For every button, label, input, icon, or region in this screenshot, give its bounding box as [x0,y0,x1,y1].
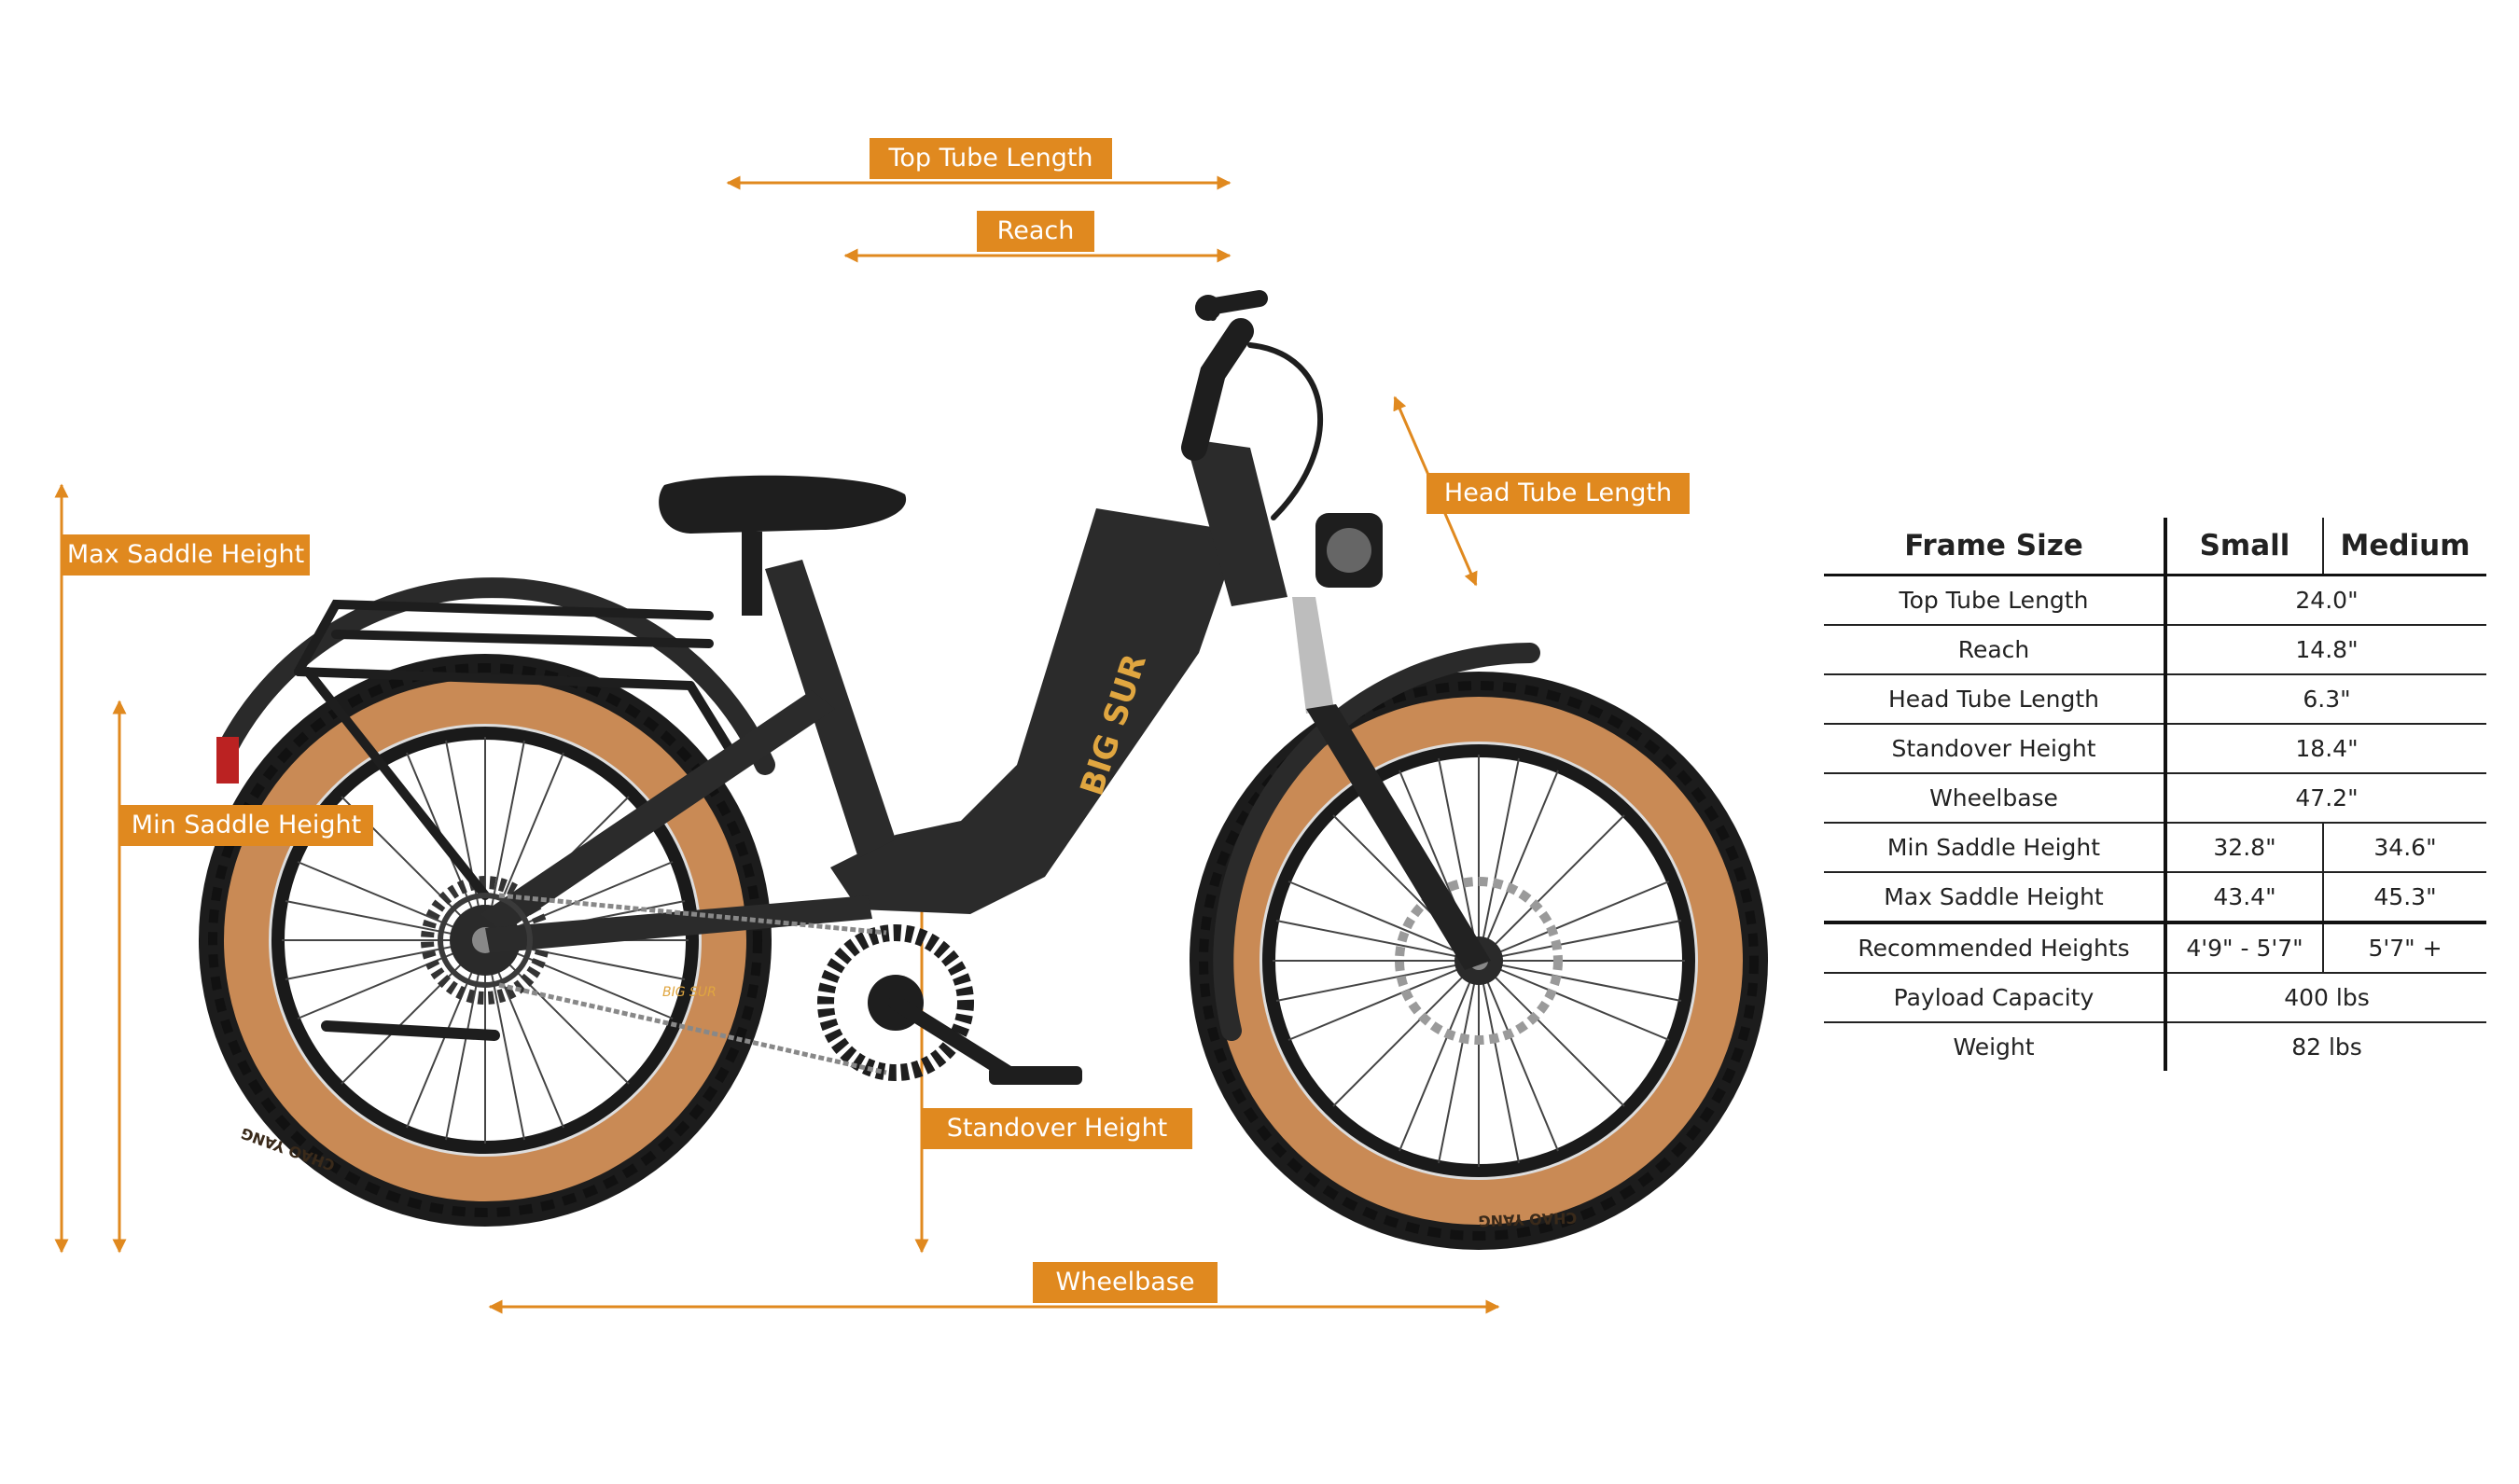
row-value-medium: 5'7" + [2322,921,2486,973]
table-row: Payload Capacity 400 lbs [1824,972,2486,1022]
row-label: Max Saddle Height [1824,871,2165,922]
row-value-small: 4'9" - 5'7" [2164,921,2323,973]
table-header-row: Frame Size Small Medium [1824,518,2486,576]
medium-header: Medium [2322,518,2486,576]
rear-rack [216,599,732,900]
head-tube-length-label: Head Tube Length [1427,473,1690,514]
row-value-medium: 34.6" [2322,822,2486,872]
table-row: Min Saddle Height 32.8" 34.6" [1824,822,2486,872]
row-value: 47.2" [2164,772,2486,823]
fenders [218,577,1540,1041]
table-row: Reach 14.8" [1824,624,2486,674]
row-label: Standover Height [1824,723,2165,773]
frame-size-spec-table: Frame Size Small Medium Top Tube Length … [1824,518,2486,1071]
handlebar [1181,290,1324,520]
chainstay-logo: BIG SUR [662,985,717,1000]
row-value: 82 lbs [2164,1021,2486,1071]
row-value: 14.8" [2164,624,2486,674]
saddle [659,475,907,616]
standover-height-label: Standover Height [922,1108,1192,1149]
row-label: Recommended Heights [1824,921,2165,973]
front-fork [1292,597,1491,970]
row-label: Wheelbase [1824,772,2165,823]
front-tire-text: CHAO YANG [1478,1209,1577,1230]
drivetrain [321,893,1082,1085]
row-label: Top Tube Length [1824,574,2165,625]
reach-label: Reach [977,211,1094,252]
headlight [1315,513,1383,588]
row-label: Min Saddle Height [1824,822,2165,872]
row-value-medium: 45.3" [2322,871,2486,922]
max-saddle-height-label: Max Saddle Height [62,534,310,576]
frame-size-header: Frame Size [1824,518,2165,576]
min-saddle-height-label: Min Saddle Height [119,805,373,846]
row-value: 6.3" [2164,673,2486,724]
table-row: Wheelbase 47.2" [1824,772,2486,823]
bike-frame [480,438,1287,953]
row-label: Reach [1824,624,2165,674]
row-label: Head Tube Length [1824,673,2165,724]
row-value-small: 43.4" [2164,871,2323,922]
top-tube-length-label: Top Tube Length [870,138,1112,179]
table-row: Top Tube Length 24.0" [1824,574,2486,625]
table-row: Weight 82 lbs [1824,1021,2486,1071]
row-label: Weight [1824,1021,2165,1071]
small-header: Small [2164,518,2323,576]
row-value: 24.0" [2164,574,2486,625]
row-value-small: 32.8" [2164,822,2323,872]
table-row: Recommended Heights 4'9" - 5'7" 5'7" + [1824,921,2486,973]
table-row: Head Tube Length 6.3" [1824,673,2486,724]
rear-wheel [199,654,772,1227]
row-value: 18.4" [2164,723,2486,773]
table-row: Max Saddle Height 43.4" 45.3" [1824,871,2486,922]
wheelbase-label: Wheelbase [1033,1262,1218,1303]
row-label: Payload Capacity [1824,972,2165,1022]
table-row: Standover Height 18.4" [1824,723,2486,773]
row-value: 400 lbs [2164,972,2486,1022]
